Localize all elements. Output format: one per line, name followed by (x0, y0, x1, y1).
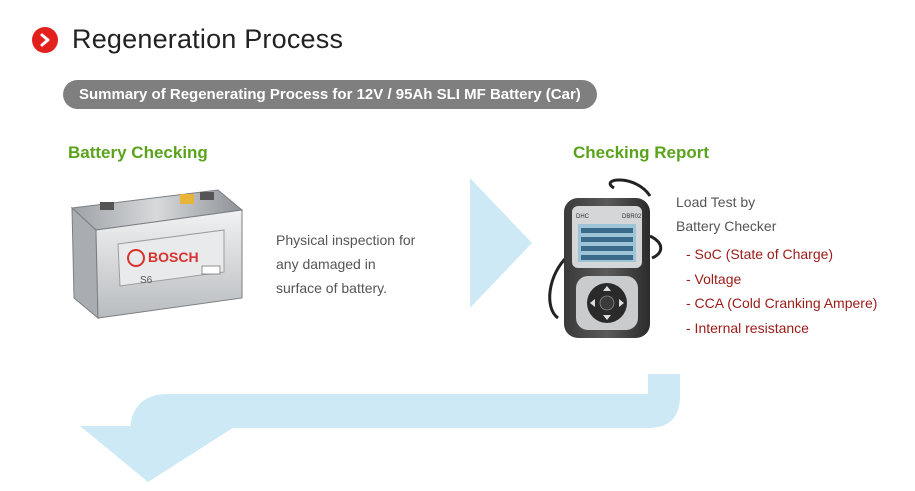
battery-model-label: S6 (140, 275, 153, 286)
battery-checking-heading: Battery Checking (68, 143, 208, 162)
battery-image: BOSCH S6 (70, 189, 244, 320)
arrow-down-return-icon (80, 374, 680, 482)
load-test-line: Battery Checker (676, 218, 777, 234)
inspection-line: any damaged in (276, 256, 376, 272)
battery-checker-image: DHC DBR02 (548, 178, 663, 338)
device-brand: DHC (576, 214, 590, 220)
inspection-line: surface of battery. (276, 280, 388, 296)
metric-item: - Internal resistance (686, 319, 809, 336)
page-title: Regeneration Process (72, 24, 344, 54)
load-test-description: Load Test by Battery Checker (676, 190, 776, 238)
chevron-right-circle-icon (32, 26, 58, 53)
metric-item: - SoC (State of Charge) (686, 246, 834, 262)
load-test-line: Load Test by (676, 194, 756, 210)
inspection-description: Physical inspection for any damaged in s… (276, 228, 446, 300)
metric-item: - CCA (Cold Cranking Ampere) (686, 295, 878, 311)
device-model: DBR02 (622, 214, 642, 220)
checking-report-heading: Checking Report (573, 143, 710, 162)
arrow-right-icon (470, 178, 532, 308)
metric-item: - Voltage (686, 270, 742, 287)
report-metrics-list: - SoC (State of Charge) - Voltage - CCA … (686, 242, 877, 340)
inspection-line: Physical inspection for (276, 232, 416, 248)
battery-brand-logo: BOSCH (148, 249, 199, 265)
summary-banner: Summary of Regenerating Process for 12V … (63, 80, 597, 109)
page-header: Regeneration Process (32, 24, 343, 55)
